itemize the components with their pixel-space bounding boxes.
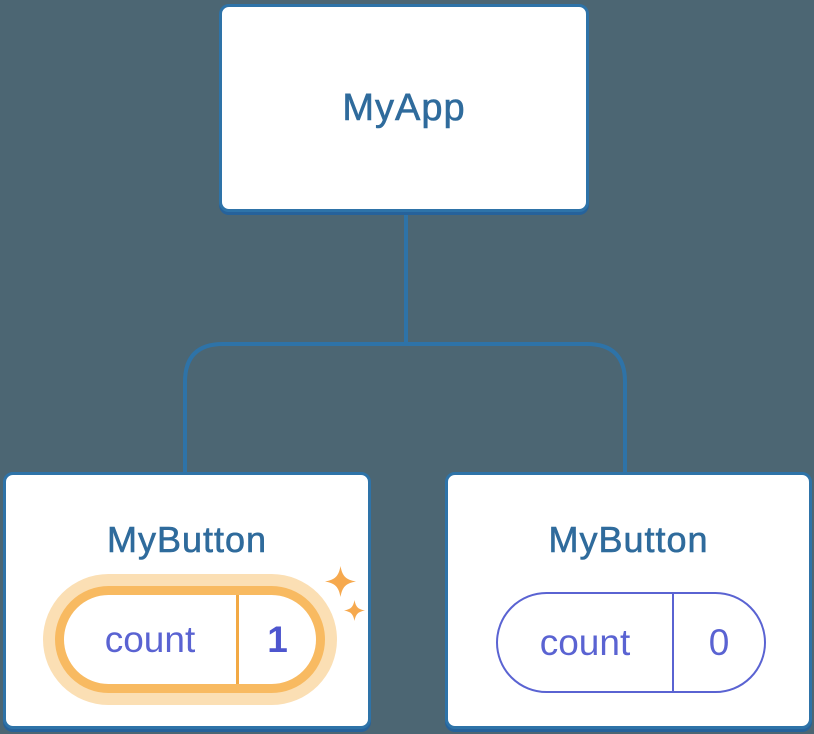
state-key-label: count xyxy=(539,621,631,663)
state-value: 1 xyxy=(236,595,316,684)
state-pill-highlighted: count 1 xyxy=(55,586,325,693)
sparkle-icon xyxy=(344,600,365,621)
component-node-mybutton-left: MyButton count 1 xyxy=(3,472,371,729)
component-node-myapp: MyApp xyxy=(219,4,589,212)
component-label-myapp: MyApp xyxy=(342,86,466,129)
state-pill: count 0 xyxy=(496,592,766,693)
component-label-mybutton-right: MyButton xyxy=(548,519,709,561)
connector-branch xyxy=(183,342,627,474)
component-node-mybutton-right: MyButton count 0 xyxy=(445,472,812,729)
state-key-label: count xyxy=(104,618,196,660)
sparkle-icon xyxy=(325,566,356,597)
state-value: 0 xyxy=(672,594,764,691)
component-label-mybutton-left: MyButton xyxy=(106,519,268,561)
